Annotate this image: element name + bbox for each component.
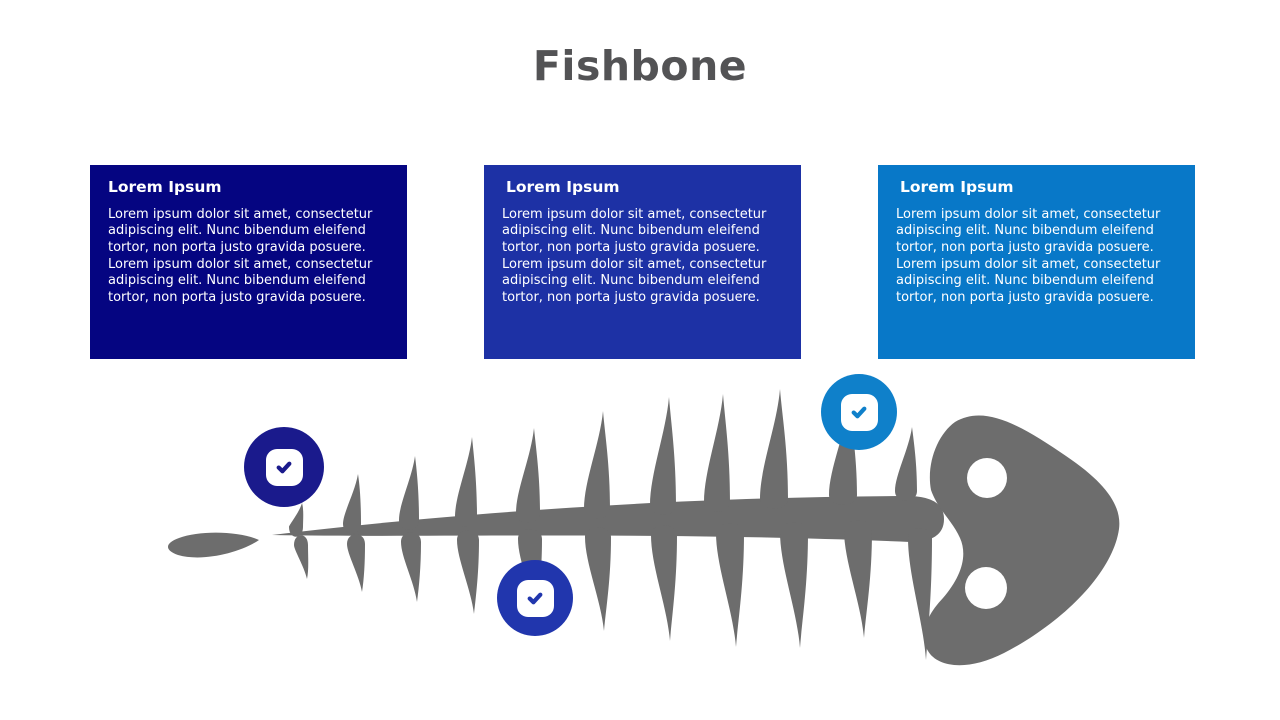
- card-3-heading: Lorem Ipsum: [900, 178, 1014, 196]
- check-badge-1: [244, 427, 324, 507]
- check-badge-3: [821, 374, 897, 450]
- card-3-body: Lorem ipsum dolor sit amet, consectetur …: [896, 206, 1161, 306]
- fish-head: [923, 415, 1120, 666]
- check-icon: [265, 448, 303, 486]
- topic-card-1: Lorem Ipsum Lorem ipsum dolor sit amet, …: [90, 165, 407, 359]
- fish-lower-ribs: [294, 520, 932, 660]
- check-icon: [840, 393, 878, 431]
- card-2-heading: Lorem Ipsum: [506, 178, 620, 196]
- fish-tail: [167, 532, 259, 558]
- fish-upper-ribs: [289, 389, 917, 537]
- fish-eye: [965, 567, 1007, 609]
- card-1-heading: Lorem Ipsum: [108, 178, 222, 196]
- topic-card-2: Lorem Ipsum Lorem ipsum dolor sit amet, …: [484, 165, 801, 359]
- check-badge-2: [497, 560, 573, 636]
- topic-card-3: Lorem Ipsum Lorem ipsum dolor sit amet, …: [878, 165, 1195, 359]
- page-title: Fishbone: [532, 42, 748, 90]
- card-1-body: Lorem ipsum dolor sit amet, consectetur …: [108, 206, 373, 306]
- fish-eye: [967, 458, 1007, 498]
- check-icon: [516, 579, 554, 617]
- card-2-body: Lorem ipsum dolor sit amet, consectetur …: [502, 206, 767, 306]
